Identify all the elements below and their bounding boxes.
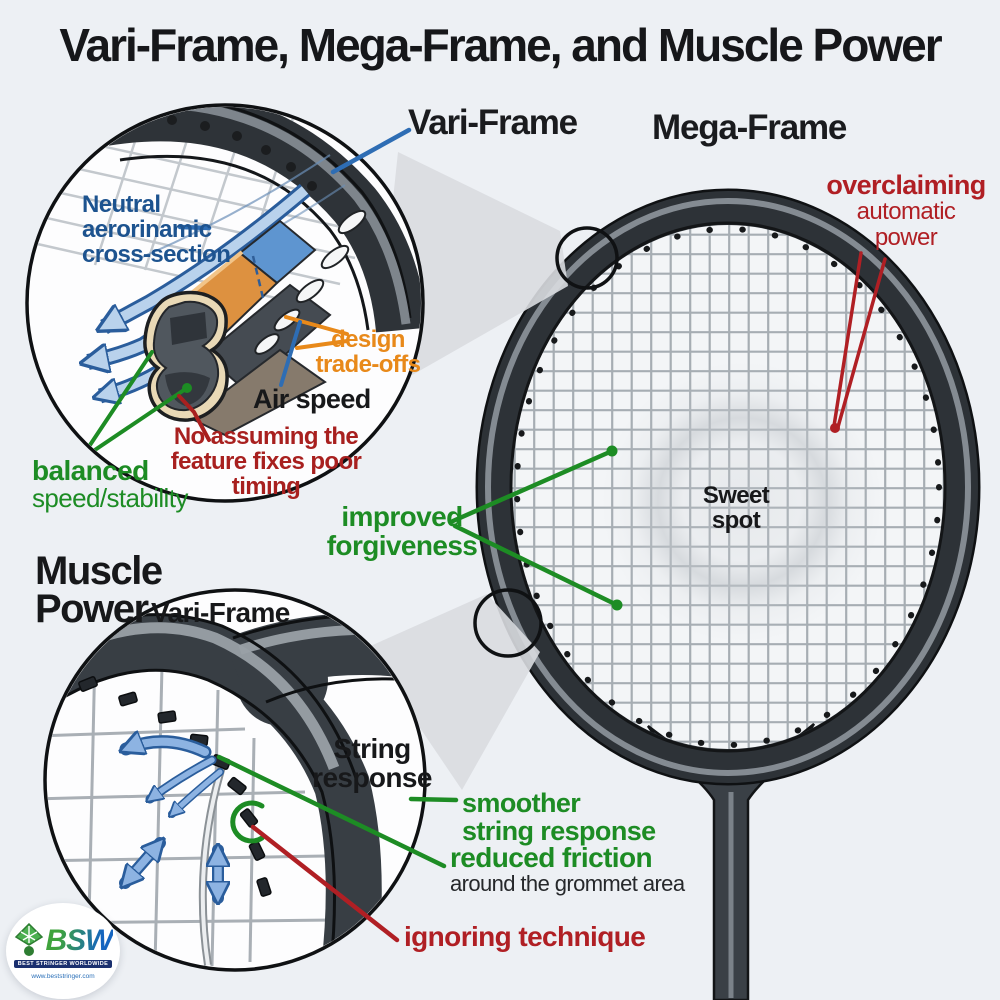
bsw-name: BSW bbox=[45, 923, 114, 957]
improved-forgiveness-label: improved forgiveness bbox=[326, 501, 478, 562]
vari-frame-small-label: Vari-Frame bbox=[151, 597, 290, 628]
neutral-cross-section-label: Neutral aerorinamic cross-section bbox=[82, 191, 231, 269]
mega-frame-label: Mega-Frame bbox=[652, 108, 847, 147]
smoother-string-response-label: smoother string response bbox=[462, 788, 656, 847]
page-title: Vari-Frame, Mega-Frame, and Muscle Power bbox=[59, 19, 942, 71]
pointer-lines bbox=[78, 224, 349, 462]
air-speed-label: Air speed bbox=[253, 384, 371, 414]
zoom-cone-bottom bbox=[366, 594, 540, 790]
bsw-url: www.beststringer.com bbox=[31, 972, 95, 980]
muscle-power-heading: Muscle Power bbox=[35, 549, 163, 631]
cross-section-circle bbox=[25, 103, 425, 503]
grommet-slots bbox=[254, 209, 367, 355]
bsw-tagline: BEST STRINGER WORLDWIDE bbox=[13, 959, 113, 968]
racket-illustration bbox=[475, 188, 981, 1000]
shuttlecock-icon bbox=[14, 922, 43, 956]
sweet-spot-label: Sweet spot bbox=[702, 482, 770, 535]
zoom-circle-top bbox=[555, 226, 619, 290]
no-assuming-warning-label: No assuming the feature fixes poor timin… bbox=[170, 423, 362, 501]
string-response-label: String response bbox=[312, 733, 432, 794]
cross-section-face bbox=[143, 290, 229, 422]
callout-lines bbox=[216, 251, 887, 943]
frame-band bbox=[99, 107, 421, 333]
string-motion-arrow-icon bbox=[125, 742, 220, 898]
overclaiming-label: overclaiming automatic power bbox=[826, 170, 986, 251]
vari-frame-label: Vari-Frame bbox=[408, 103, 578, 142]
ignoring-technique-label: ignoring technique bbox=[404, 921, 646, 952]
vari-frame-pointer bbox=[330, 127, 412, 175]
grommet-dots bbox=[514, 226, 942, 748]
bsw-logo: BSW BEST STRINGER WORLDWIDE www.beststri… bbox=[6, 903, 120, 999]
design-tradeoffs-label: design trade-offs bbox=[315, 326, 421, 379]
grommet-highlight-arc bbox=[230, 800, 265, 844]
zoom-circle-bottom bbox=[473, 588, 543, 658]
balanced-label: balanced speed/stability bbox=[32, 455, 188, 514]
sweet-spot-halo bbox=[602, 362, 882, 642]
reduced-friction-label: reduced friction around the grommet area bbox=[450, 842, 685, 897]
